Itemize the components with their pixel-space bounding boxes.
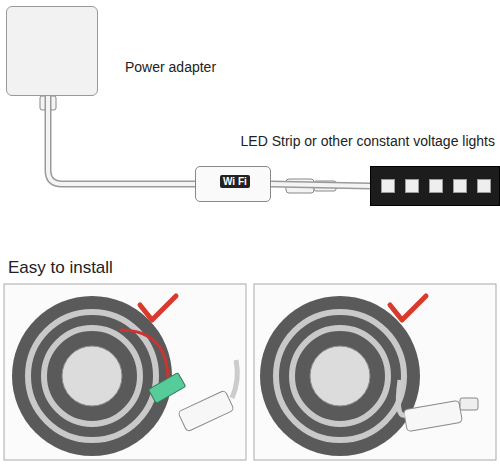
adapter-plug	[40, 96, 56, 110]
led-reel	[12, 296, 172, 456]
led-chip	[381, 179, 395, 193]
node-label: Wi Fi	[220, 175, 250, 188]
node-label: LED Strip or other constant voltage ligh…	[241, 133, 495, 149]
photo-frame	[4, 284, 246, 460]
cable-core	[48, 96, 195, 184]
led-chip	[453, 179, 467, 193]
wifi-controller	[178, 390, 234, 432]
cable-core	[271, 184, 370, 186]
wifi-controller: Wi Fi	[195, 166, 271, 202]
led-strip: LED Strip or other constant voltage ligh…	[370, 166, 500, 206]
wifi-controller	[404, 400, 463, 431]
reel-hub	[310, 346, 370, 406]
section-heading: Easy to install	[8, 258, 113, 278]
node-label: Power adapter	[125, 59, 216, 75]
power-cable	[48, 96, 195, 184]
red-wire	[120, 330, 168, 385]
connector-block	[148, 373, 185, 404]
power-adapter: Power adapter	[6, 6, 98, 96]
led-chip	[477, 179, 491, 193]
dc-socket	[314, 181, 336, 191]
dc-plug	[286, 179, 314, 193]
cable	[232, 360, 237, 398]
cable-outline	[48, 96, 195, 184]
reel-winding	[276, 312, 404, 440]
cable	[398, 380, 405, 415]
check-mark	[140, 296, 176, 320]
reel-winding	[44, 328, 140, 424]
reel-winding	[292, 328, 388, 424]
cable-outline	[271, 184, 370, 186]
reel-hub	[62, 346, 122, 406]
power-cable	[271, 184, 370, 186]
led-chip	[405, 179, 419, 193]
dc-socket	[460, 398, 478, 410]
check-mark	[390, 296, 426, 320]
photo-frame	[254, 284, 496, 460]
led-chip	[429, 179, 443, 193]
led-reel	[260, 296, 420, 456]
